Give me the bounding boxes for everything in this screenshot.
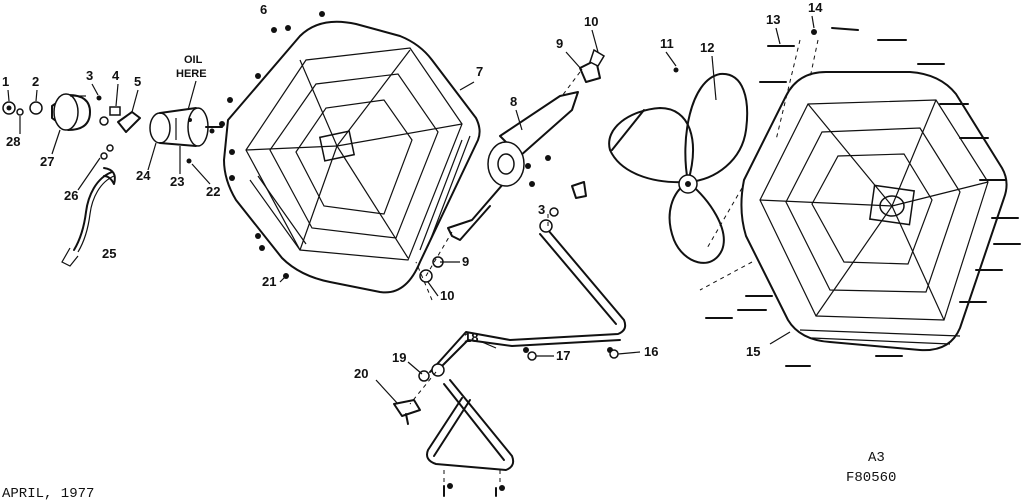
- callout-12: 12: [700, 40, 714, 55]
- oil-note-line1: OIL: [184, 54, 203, 66]
- motor-small-parts: [2, 80, 223, 267]
- diagram-date: APRIL, 1977: [2, 486, 94, 502]
- callout-5: 5: [134, 74, 141, 89]
- rear-guard: [219, 11, 481, 294]
- callout-10: 10: [584, 14, 598, 29]
- callout-6: 6: [260, 2, 267, 17]
- callout-21: 21: [262, 274, 276, 289]
- callout-3b: 3: [538, 202, 545, 217]
- callout-7: 7: [476, 64, 483, 79]
- callout-2: 2: [32, 74, 39, 89]
- front-guard: [699, 27, 1021, 367]
- callout-1: 1: [2, 74, 9, 89]
- callout-20: 20: [354, 366, 368, 381]
- diagram-code: F80560: [846, 470, 896, 486]
- callout-25: 25: [102, 246, 116, 261]
- callout-15: 15: [746, 344, 760, 359]
- oil-note-line2: HERE: [176, 68, 207, 80]
- callout-14: 14: [808, 0, 823, 15]
- callout-27: 27: [40, 154, 54, 169]
- callout-18: 18: [464, 330, 478, 345]
- callout-24: 24: [136, 168, 151, 183]
- callout-4: 4: [112, 68, 120, 83]
- stand-frame: [393, 210, 627, 497]
- callout-17: 17: [556, 348, 570, 363]
- fan-blade: [608, 67, 749, 264]
- yoke-bracket: [419, 48, 606, 283]
- callout-8: 8: [510, 94, 517, 109]
- callout-22: 22: [206, 184, 220, 199]
- callout-leaders: [7, 15, 815, 405]
- callout-16: 16: [644, 344, 658, 359]
- callout-19: 19: [392, 350, 406, 365]
- callout-13: 13: [766, 12, 780, 27]
- callout-10b: 10: [440, 288, 454, 303]
- sheet-number: A3: [868, 450, 885, 466]
- callout-labels: 1 2 3 4 5 6 7 8 9 10 11 12 13 14 15 16 1…: [2, 0, 823, 381]
- callout-3: 3: [86, 68, 93, 83]
- callout-9: 9: [556, 36, 563, 51]
- callout-11: 11: [660, 36, 674, 51]
- callout-28: 28: [6, 134, 20, 149]
- callout-9b: 9: [462, 254, 469, 269]
- callout-23: 23: [170, 174, 184, 189]
- callout-26: 26: [64, 188, 78, 203]
